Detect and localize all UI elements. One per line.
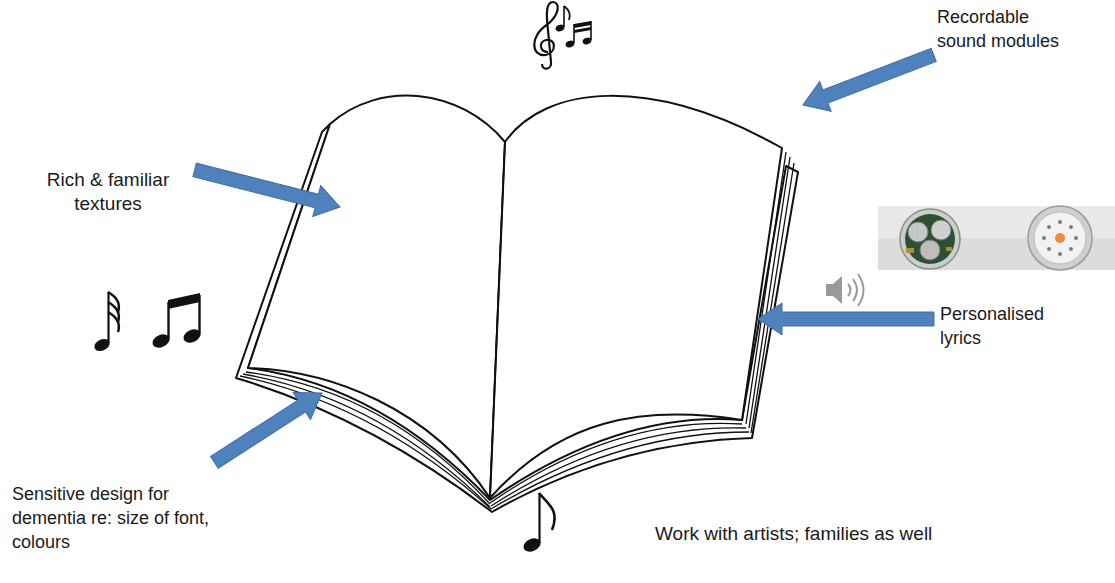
book-left-page [248, 96, 505, 498]
pointer-arrows [191, 40, 940, 476]
music-notes-left [92, 292, 202, 353]
annotation-label: Work with artists; families as well [655, 522, 1095, 546]
annotation-label: Personalised lyrics [940, 302, 1062, 350]
treble-clef [534, 2, 557, 69]
block-arrow [758, 303, 934, 335]
annotation-label: Rich & familiar textures [28, 168, 188, 216]
music-note-bottom [521, 493, 554, 554]
sound-module-photo [878, 206, 1115, 270]
block-arrow [797, 40, 939, 120]
block-arrow [206, 380, 331, 476]
speaker-icon [826, 274, 864, 306]
book-spine [490, 142, 505, 498]
block-arrow [191, 154, 344, 222]
annotation-label: Sensitive design for dementia re: size o… [12, 482, 240, 554]
book-right-page [490, 96, 782, 498]
music-notes-top [534, 2, 592, 69]
annotation-label: Recordable sound modules [937, 5, 1079, 53]
